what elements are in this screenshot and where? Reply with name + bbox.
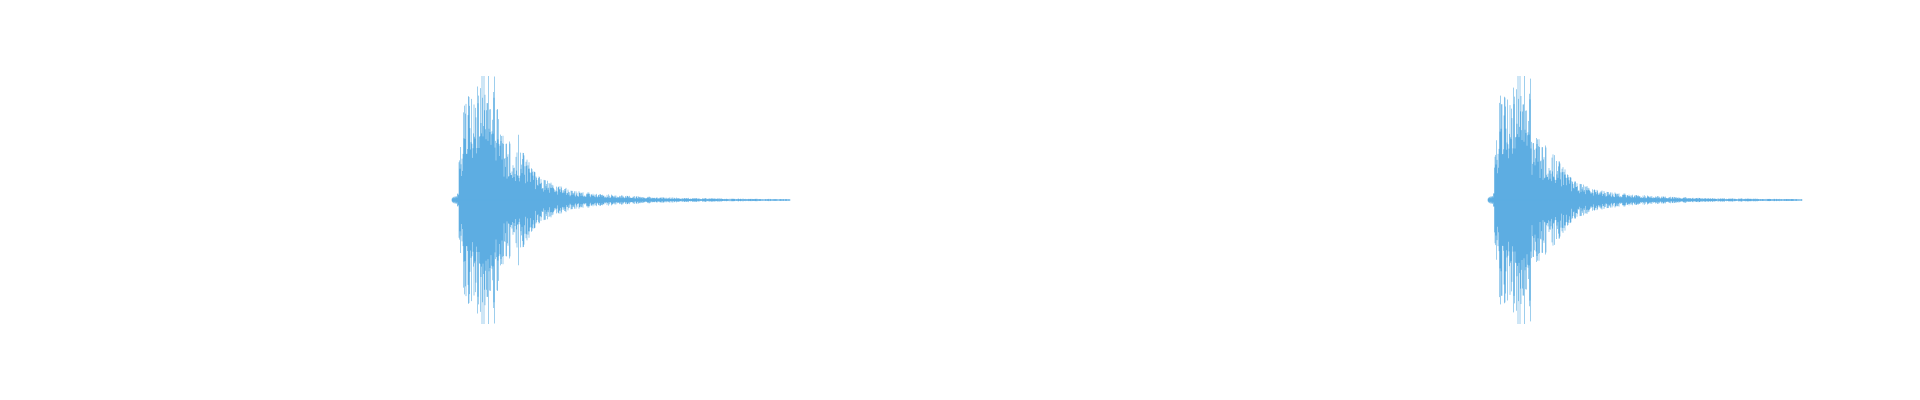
waveform-clips-layer bbox=[451, 76, 1803, 324]
waveform-clip-2[interactable] bbox=[1487, 76, 1803, 324]
waveform-clip-1[interactable] bbox=[451, 76, 791, 324]
